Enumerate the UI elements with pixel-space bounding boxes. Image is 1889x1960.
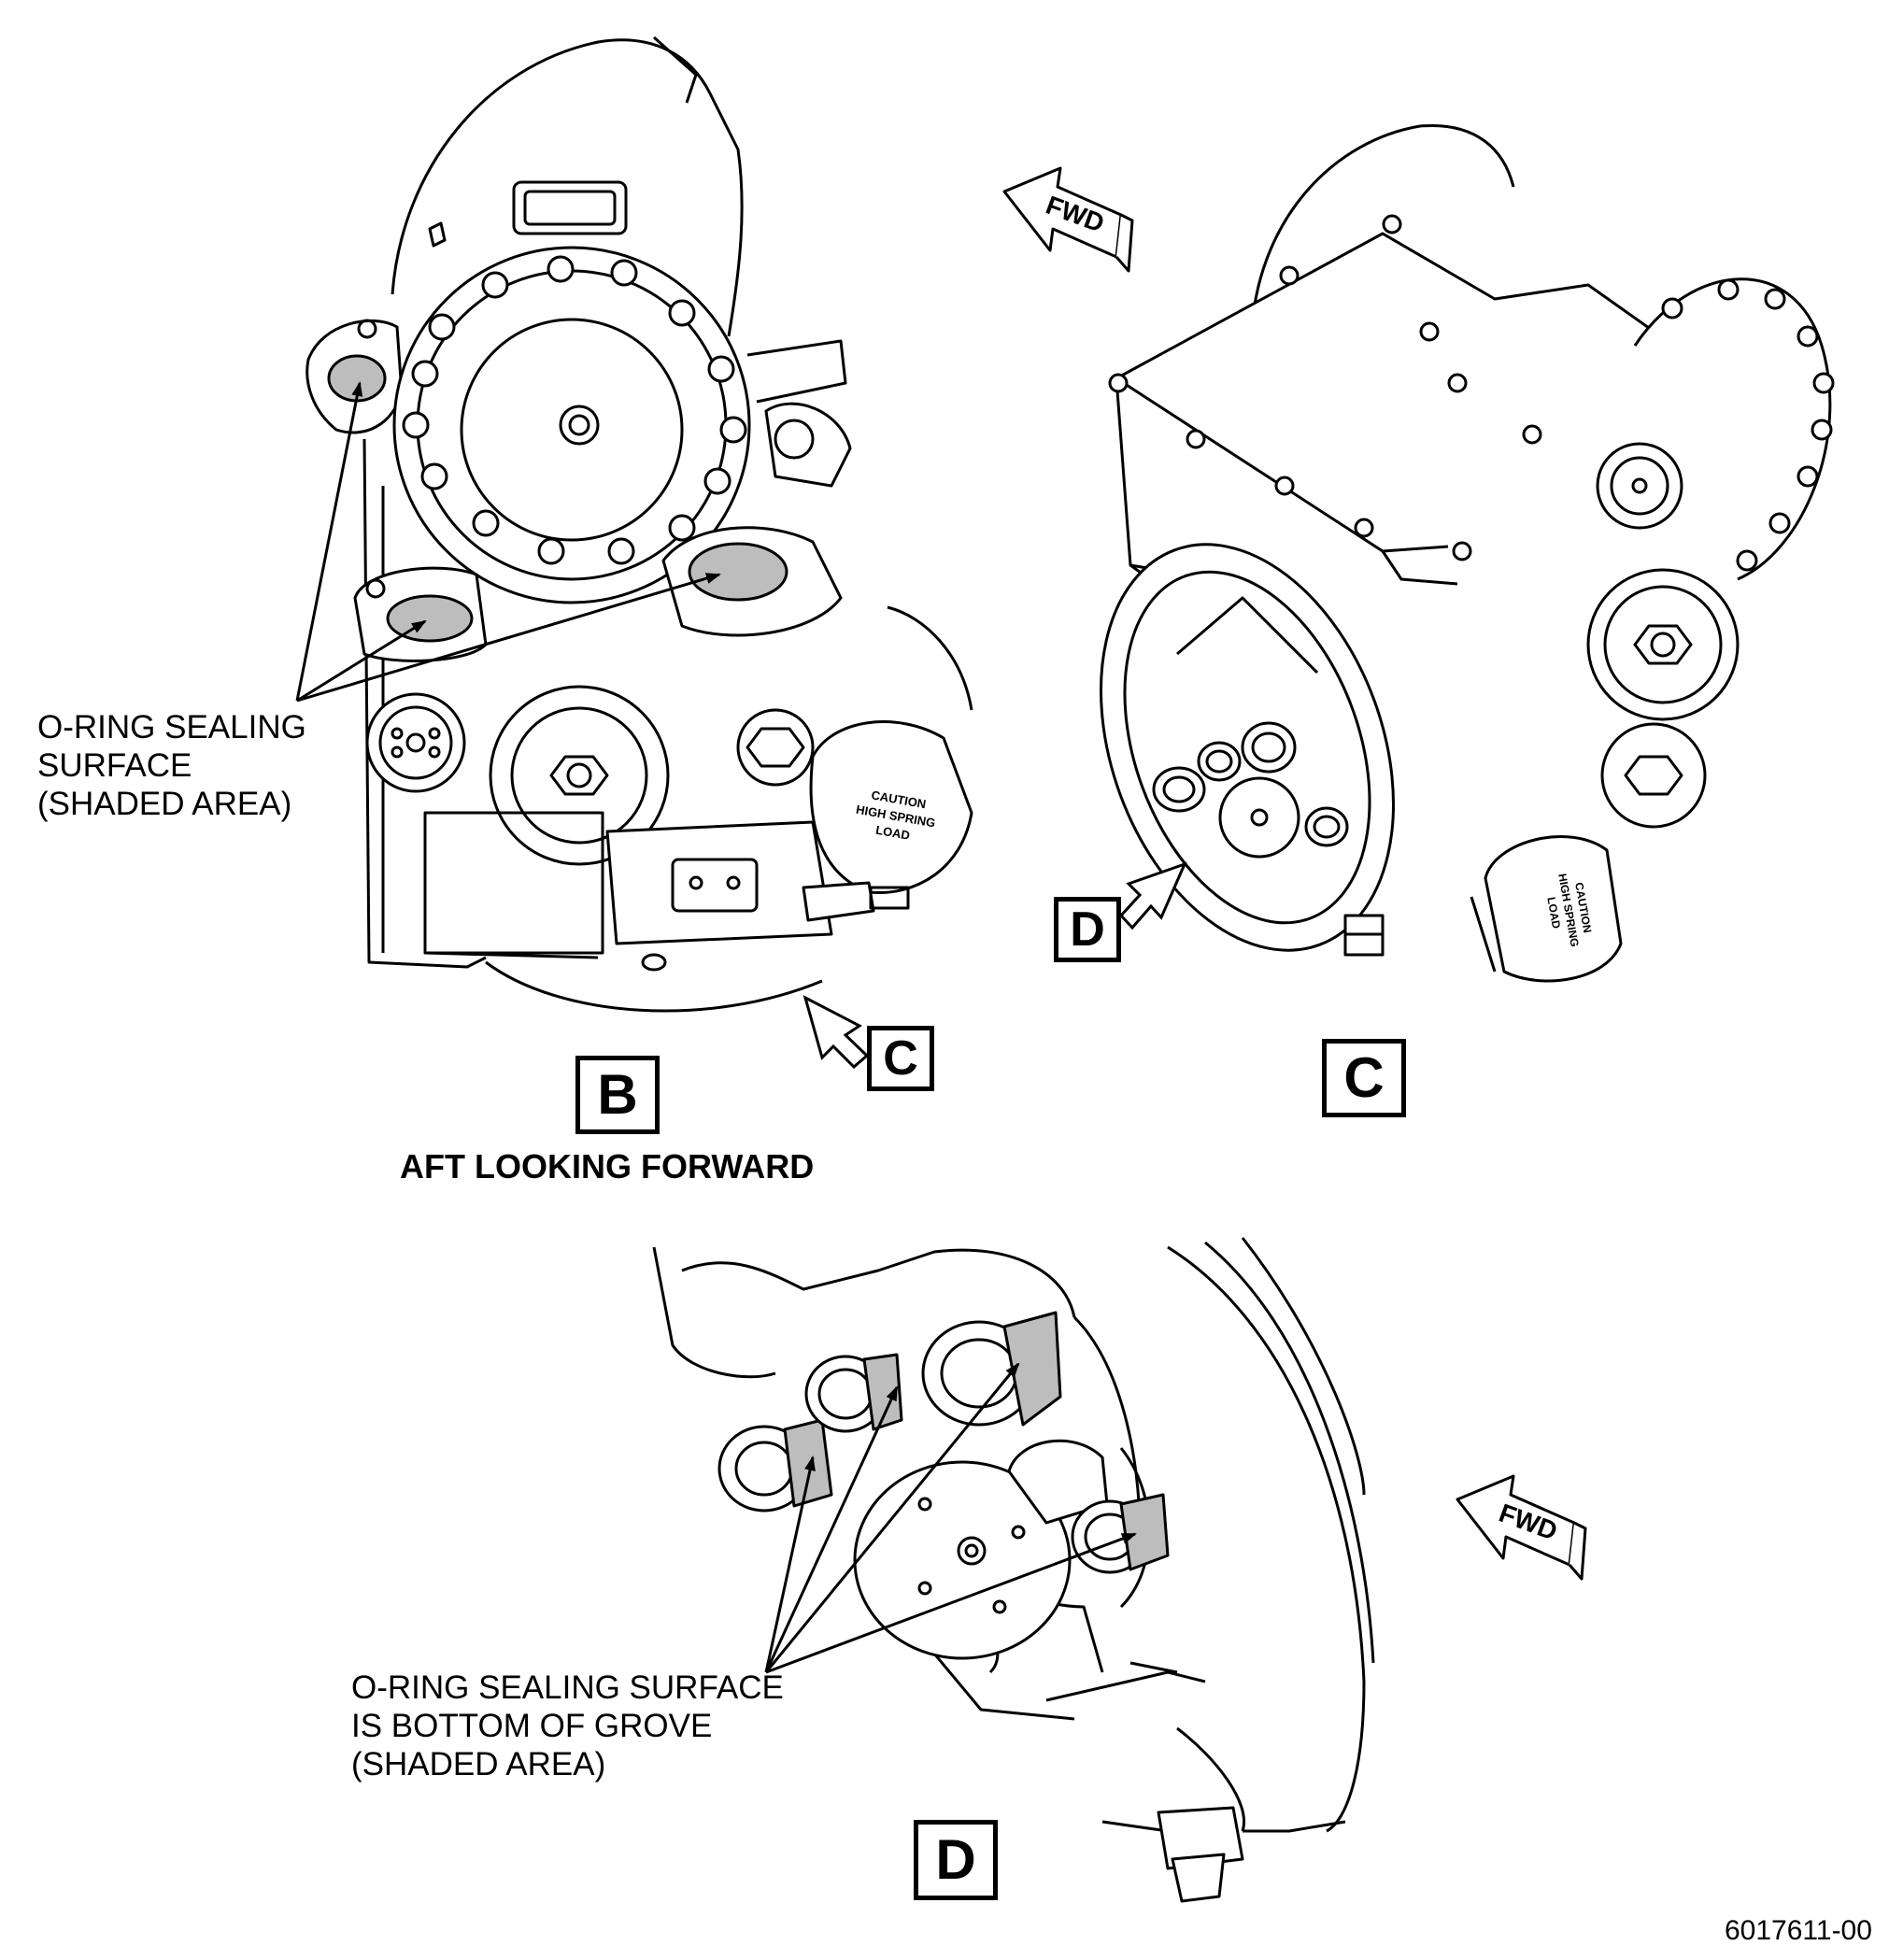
- view-b-callout-line-3: (SHADED AREA): [37, 786, 292, 822]
- view-d-label: D: [914, 1820, 998, 1900]
- view-c-label: C: [1322, 1039, 1406, 1117]
- fwd-arrow-d: FWD: [1456, 1474, 1587, 1581]
- fitting-4: [1071, 1493, 1170, 1574]
- view-b-label: B: [575, 1056, 660, 1134]
- detail-view-d: [652, 1237, 1375, 1903]
- view-b-callout-line-1: O-RING SEALING: [37, 709, 306, 746]
- flange-bolts: [402, 255, 747, 565]
- view-b-caption: AFT LOOKING FORWARD: [400, 1147, 815, 1186]
- view-b-ref-c-label: C: [867, 1026, 934, 1091]
- gearbox-view-b: [305, 36, 973, 1013]
- view-c-ref-d-label: D: [1054, 897, 1121, 962]
- fitting-1: [717, 1418, 833, 1513]
- fitting-3: [921, 1311, 1062, 1427]
- view-b-callout-line-2: SURFACE: [37, 747, 192, 784]
- view-d-arrow: [1118, 861, 1187, 930]
- view-d-leaders: [764, 1362, 1137, 1674]
- view-d-callout-line-2: IS BOTTOM OF GROVE: [351, 1708, 713, 1744]
- figure-number: 6017611-00: [1725, 1915, 1872, 1946]
- svg-text:LOAD: LOAD: [1544, 896, 1563, 930]
- view-d-callout: O-RING SEALING SURFACE IS BOTTOM OF GROV…: [351, 1669, 784, 1783]
- caution-decal-b: CAUTION HIGH SPRING LOAD: [855, 788, 936, 843]
- view-d-callout-line-3: (SHADED AREA): [351, 1746, 606, 1782]
- view-c-arrow: [802, 995, 870, 1070]
- housing-bolts-c: [1108, 214, 1542, 561]
- view-b-leaders: [295, 381, 721, 703]
- view-d-callout-line-1: O-RING SEALING SURFACE: [351, 1669, 784, 1706]
- fittings-c: [1152, 721, 1349, 859]
- gearbox-view-c: [1100, 123, 1835, 983]
- fitting-2: [804, 1353, 903, 1433]
- fwd-arrow-c: FWD: [1002, 166, 1134, 273]
- flange-bolts-c: [1661, 278, 1835, 572]
- view-b-callout: O-RING SEALING SURFACE (SHADED AREA): [37, 708, 306, 823]
- svg-text:LOAD: LOAD: [874, 823, 911, 843]
